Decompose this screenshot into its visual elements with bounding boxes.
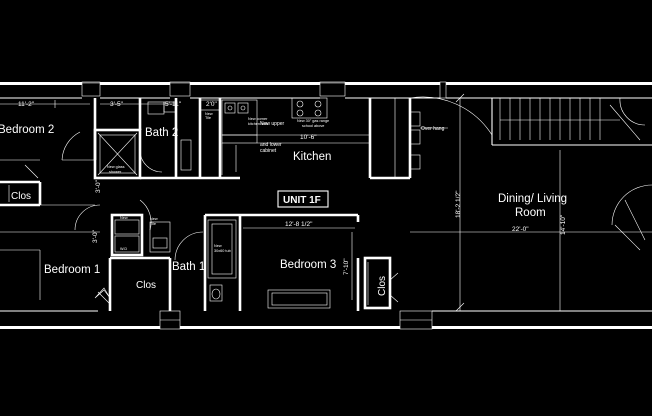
dining-right-dim: 14'-10" <box>560 214 567 235</box>
entry-door <box>611 184 652 251</box>
bedroom-3-label: Bedroom 3 <box>280 259 336 271</box>
new-cabinet-note-1: New upper <box>260 121 285 127</box>
bath-1: Bath 1 New 30x60 tub <box>172 213 242 311</box>
clos-right-label: Clos <box>377 276 388 296</box>
clos-middle-label: Clos <box>136 280 156 291</box>
kitchen-label: Kitchen <box>293 151 331 163</box>
bedroom-1-label: Bedroom 1 <box>44 264 100 276</box>
bath-2-width: 3'-5" <box>110 101 124 108</box>
new-tub-note-2: 30x60 tub <box>214 249 231 253</box>
hall-dim-2: 3'-0" <box>92 229 99 243</box>
corner-sink-note-2: kitchen sink <box>248 122 268 126</box>
new-shower-note-2: shower <box>109 170 122 174</box>
dining-height-dim: 18'-2 1/2" <box>455 190 462 218</box>
corner-sink-note-1: New corner <box>248 117 268 121</box>
bedroom-2-width: 11'-2" <box>18 101 35 108</box>
clos-right: Clos <box>363 256 399 310</box>
new-shower-note-1: New glass <box>107 165 125 169</box>
dining-width-dim: 22'-0" <box>512 226 529 233</box>
new-tub-note: New <box>214 244 222 248</box>
bath-2-new-tile-2: Tile <box>205 116 211 120</box>
kitchen: Kitchen Over hang New upper and lower ca… <box>176 97 448 180</box>
new-cabinet-note-3: cabinet <box>260 148 277 154</box>
laundry: New W.D New Tile <box>110 213 171 257</box>
unit-label: UNIT 1F <box>283 195 321 206</box>
gas-range-note-2: school above <box>302 124 324 128</box>
bedroom-2-label: Bedroom 2 <box>0 124 54 136</box>
bath-2-label: Bath 2 <box>145 127 178 139</box>
bath-2-width-2: 5'-11" <box>165 101 182 108</box>
bath-1-label: Bath 1 <box>172 261 205 273</box>
dining-living: Dining/ Living Room 18'-2 1/2" 22'-0" 14… <box>409 93 652 312</box>
unit-label-box: UNIT 1F <box>277 190 329 208</box>
exterior-walls <box>0 81 652 330</box>
new-tile-b-note-2: Tile <box>150 222 156 226</box>
new-tile-b-note: New <box>150 217 158 221</box>
bedroom-3-width: 12'-8 1/2" <box>285 221 313 228</box>
new-wd-note: New <box>120 216 128 220</box>
new-cabinet-note-2: and lower <box>260 142 282 148</box>
bedroom-2: Bedroom 2 11'-2" Clos <box>0 98 97 207</box>
dining-living-label-2: Room <box>515 207 546 219</box>
hall-dim-1: 3'-0" <box>95 179 102 193</box>
hallway: 3'-0" 3'-0" <box>0 179 152 243</box>
stairs <box>491 98 652 146</box>
bath-2: Bath 2 3'-5" 5'-11" New glass shower New… <box>93 98 213 180</box>
clos-left-label: Clos <box>11 191 31 202</box>
bath-2-new-tile: New <box>205 112 213 116</box>
bedroom-1: Bedroom 1 Clos <box>0 249 172 311</box>
dining-living-label-1: Dining/ Living <box>498 193 567 205</box>
kitchen-width: 10'-6" <box>300 134 317 141</box>
over-hang-note: Over hang <box>421 126 445 132</box>
bedroom-3-height: 7'-10" <box>343 258 350 275</box>
gas-range-note-1: New 30" gas range <box>297 119 329 123</box>
bedroom-3: Bedroom 3 12'-8 1/2" 7'-10" <box>240 213 360 311</box>
kitchen-small-dim: 2'0" <box>206 101 217 108</box>
wd-label: W.D <box>120 247 127 251</box>
